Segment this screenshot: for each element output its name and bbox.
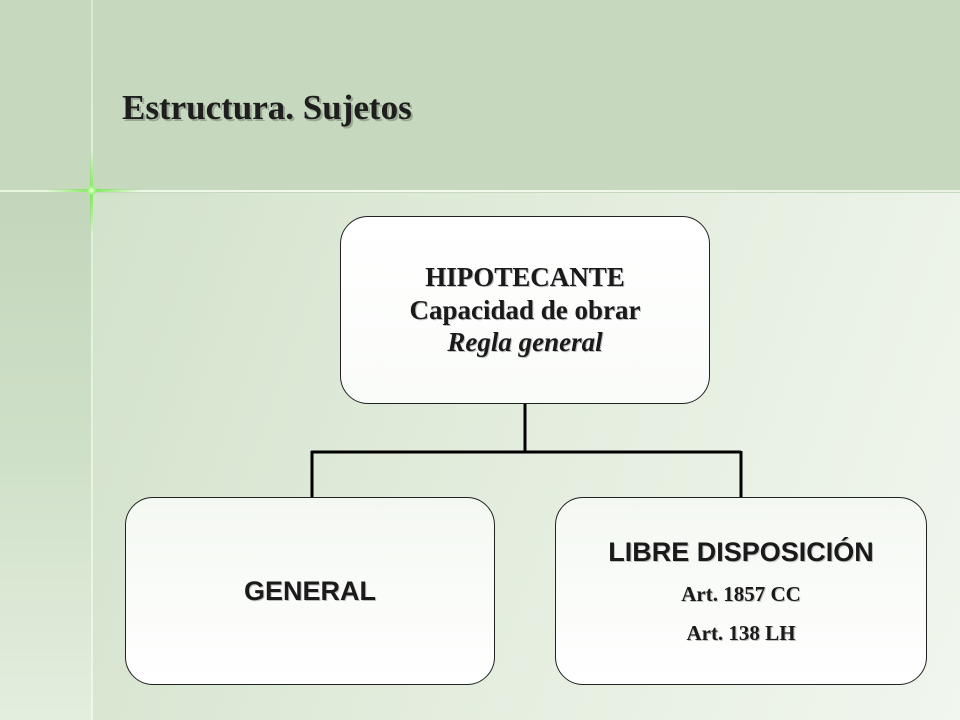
node-hipotecante-title: HIPOTECANTE [425, 261, 625, 292]
node-libre-disposicion: LIBRE DISPOSICIÓN Art. 1857 CC Art. 138 … [555, 497, 927, 685]
node-hipotecante-capacity: Capacidad de obrar [409, 294, 641, 325]
node-hipotecante: HIPOTECANTE Capacidad de obrar Regla gen… [340, 216, 710, 404]
node-general: GENERAL [125, 497, 495, 685]
slide-title: Estructura. Sujetos [122, 88, 412, 127]
node-libre-disposicion-ref-lh: Art. 138 LH [686, 620, 796, 645]
vertical-divider [91, 0, 93, 720]
node-general-label: GENERAL [243, 575, 376, 606]
node-hipotecante-rule: Regla general [447, 327, 603, 358]
left-background-band [0, 190, 92, 720]
node-libre-disposicion-title: LIBRE DISPOSICIÓN [608, 536, 874, 567]
sparkle-icon [86, 185, 97, 196]
node-libre-disposicion-ref-cc: Art. 1857 CC [681, 581, 801, 606]
horizontal-divider [0, 190, 960, 192]
